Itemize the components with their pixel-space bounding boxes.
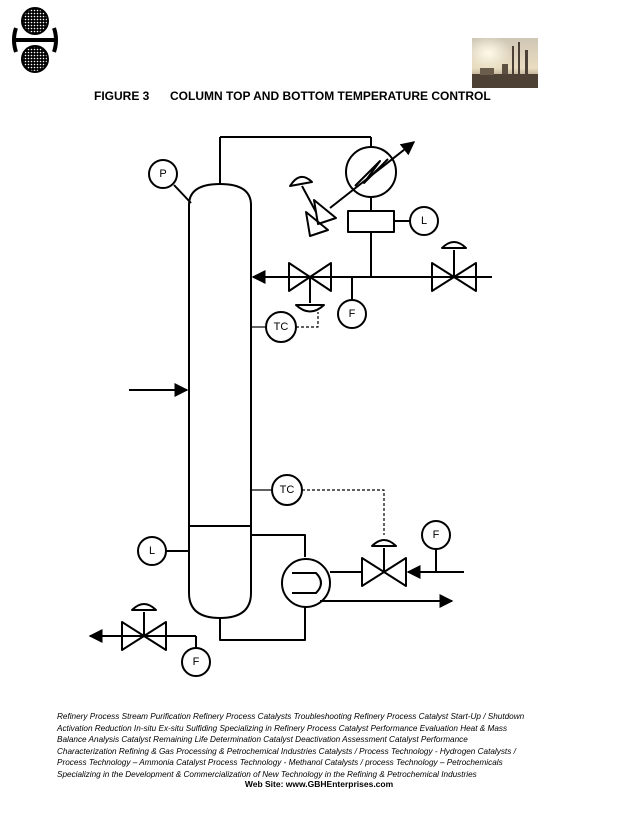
distillate-control-valve-b — [453, 262, 477, 292]
footer-line: Characterization Refining & Gas Processi… — [57, 746, 516, 756]
level-bottom-label: L — [149, 545, 155, 557]
footer-line: Activation Reduction In-situ Ex-situ Sul… — [57, 723, 508, 733]
flow-reflux-instrument — [337, 299, 367, 329]
level-top-instrument — [409, 206, 439, 236]
reboiler-feed — [219, 607, 306, 641]
tc-bottom-signal — [302, 489, 385, 535]
flow-bottom-instrument — [181, 647, 211, 677]
heat-control-valve-b — [383, 557, 407, 587]
level-bottom-instrument — [137, 536, 167, 566]
column-control-diagram: P L F TC TC L F F — [88, 136, 492, 677]
coolant-control-valve-2 — [313, 199, 337, 225]
footer-services: Refinery Process Stream Purification Ref… — [57, 711, 557, 780]
footer-line: Balance Analysis Catalyst Remaining Life… — [57, 735, 468, 744]
refinery-photo — [472, 38, 538, 88]
footer-line: Specializing in the Development & Commer… — [57, 769, 477, 779]
heat-valve-actuator — [371, 539, 397, 547]
reboiler-return — [251, 534, 306, 557]
reflux-accumulator — [347, 210, 395, 233]
condenser-coil — [354, 158, 389, 187]
flow-heat-label: F — [433, 529, 440, 541]
reflux-control-valve-b — [309, 262, 332, 292]
footer-line: Process Technology – Ammonia Catalyst Pr… — [57, 758, 503, 767]
flow-bottom-label: F — [193, 656, 200, 668]
flow-reflux-label: F — [349, 308, 356, 320]
distillate-valve-actuator — [441, 241, 467, 249]
heat-control-valve — [361, 557, 385, 587]
pressure-label: P — [159, 168, 166, 180]
figure-number: FIGURE 3 — [94, 89, 150, 103]
distillation-column — [188, 183, 252, 619]
flow-heat-instrument — [421, 520, 451, 550]
company-logo-icon — [12, 7, 58, 73]
reflux-valve-actuator — [295, 304, 325, 313]
bottoms-control-valve-b — [143, 621, 167, 651]
website-link[interactable]: Web Site: www.GBHEnterprises.com — [244, 779, 394, 789]
tc-bottom-instrument — [271, 474, 303, 506]
bottoms-control-valve — [121, 621, 145, 651]
pressure-instrument — [148, 159, 178, 189]
tc-bottom-label: TC — [280, 484, 295, 496]
reflux-control-valve — [288, 262, 311, 292]
coolant-valve-stem — [301, 185, 317, 213]
tc-top-instrument — [265, 311, 297, 343]
level-top-label: L — [421, 215, 427, 227]
reboiler-tube — [292, 572, 322, 594]
tc-top-signal — [296, 312, 319, 328]
pressure-link — [173, 184, 192, 204]
coolant-valve-actuator — [289, 175, 313, 187]
condenser-coolant-arrow — [329, 141, 416, 209]
bottoms-valve-actuator — [131, 603, 157, 611]
tc-top-label: TC — [274, 321, 289, 333]
footer-line: Refinery Process Stream Purification Ref… — [57, 712, 525, 721]
distillate-control-valve — [431, 262, 455, 292]
figure-title: COLUMN TOP AND BOTTOM TEMPERATURE CONTRO… — [170, 89, 491, 103]
reboiler — [281, 558, 331, 608]
